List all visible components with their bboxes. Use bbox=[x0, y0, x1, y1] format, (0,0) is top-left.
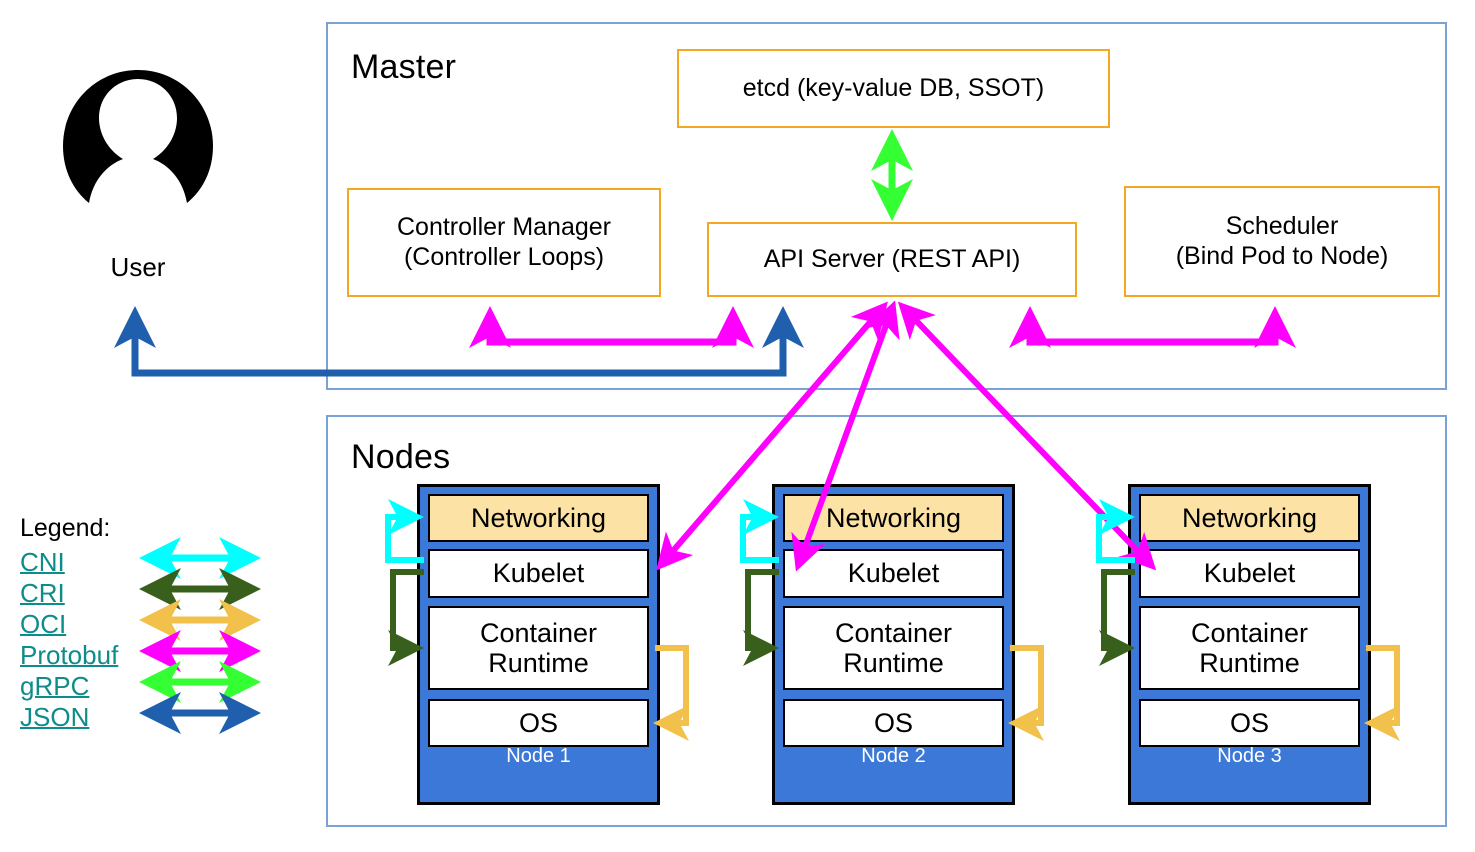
legend-item-cni[interactable]: CNI bbox=[20, 547, 65, 577]
node-2-runtime-label-line2: Runtime bbox=[843, 648, 944, 678]
node-3-os-label: OS bbox=[1229, 707, 1269, 738]
controller-manager-box[interactable]: Controller Manager (Controller Loops) bbox=[347, 188, 661, 297]
etcd-box[interactable]: etcd (key-value DB, SSOT) bbox=[677, 49, 1110, 128]
node-2-name: Node 2 bbox=[861, 745, 926, 767]
node-2-runtime-label-line1: Container bbox=[834, 617, 953, 648]
node-2-os-label: OS bbox=[873, 707, 913, 738]
legend-item-protobuf[interactable]: Protobuf bbox=[20, 640, 119, 670]
node-2-kubelet-label: Kubelet bbox=[847, 558, 940, 589]
scheduler-label-line1: Scheduler bbox=[1225, 212, 1339, 240]
node-3-networking-label: Networking bbox=[1181, 502, 1318, 533]
node-1-name: Node 1 bbox=[506, 745, 571, 767]
node-3-runtime-label-line1: Container bbox=[1190, 617, 1309, 648]
user-label: User bbox=[110, 252, 166, 282]
node-3-kubelet-label: Kubelet bbox=[1203, 558, 1296, 589]
scheduler-label-line2: (Bind Pod to Node) bbox=[1175, 241, 1389, 270]
node-3-kubelet[interactable]: Kubelet bbox=[1139, 549, 1360, 598]
node-1-networking-label: Networking bbox=[470, 502, 607, 533]
etcd-label: etcd (key-value DB, SSOT) bbox=[742, 73, 1045, 102]
node-3-name: Node 3 bbox=[1217, 745, 1282, 767]
user-avatar-icon bbox=[63, 70, 213, 225]
legend-item-json[interactable]: JSON bbox=[20, 702, 90, 732]
legend-item-oci[interactable]: OCI bbox=[20, 609, 67, 639]
node-1-os-label: OS bbox=[518, 707, 558, 738]
node-1-os[interactable]: OS bbox=[428, 699, 649, 747]
legend-item-cri[interactable]: CRI bbox=[20, 578, 65, 608]
node-2-networking[interactable]: Networking bbox=[783, 494, 1004, 542]
node-2-container-runtime[interactable]: Container Runtime bbox=[783, 606, 1004, 690]
node-3-networking[interactable]: Networking bbox=[1139, 494, 1360, 542]
api-server-box[interactable]: API Server (REST API) bbox=[707, 222, 1077, 297]
node-3-os[interactable]: OS bbox=[1139, 699, 1360, 747]
controller-manager-label-line2: (Controller Loops) bbox=[403, 242, 605, 271]
master-title: Master bbox=[351, 48, 457, 86]
nodes-title: Nodes bbox=[351, 438, 451, 476]
node-1-container-runtime[interactable]: Container Runtime bbox=[428, 606, 649, 690]
scheduler-box[interactable]: Scheduler (Bind Pod to Node) bbox=[1124, 186, 1440, 297]
controller-manager-label-line1: Controller Manager bbox=[397, 213, 611, 241]
node-1-runtime-label-line1: Container bbox=[479, 617, 598, 648]
node-1-runtime-label-line2: Runtime bbox=[488, 648, 589, 678]
legend-item-grpc[interactable]: gRPC bbox=[20, 671, 90, 701]
node-2-os[interactable]: OS bbox=[783, 699, 1004, 747]
node-2-kubelet[interactable]: Kubelet bbox=[783, 549, 1004, 598]
api-server-label: API Server (REST API) bbox=[763, 244, 1021, 273]
node-1-kubelet[interactable]: Kubelet bbox=[428, 549, 649, 598]
legend-title: Legend: bbox=[20, 514, 111, 542]
node-3-runtime-label-line2: Runtime bbox=[1199, 648, 1300, 678]
node-1-kubelet-label: Kubelet bbox=[492, 558, 585, 589]
node-2-networking-label: Networking bbox=[825, 502, 962, 533]
node-3-container-runtime[interactable]: Container Runtime bbox=[1139, 606, 1360, 690]
node-1-networking[interactable]: Networking bbox=[428, 494, 649, 542]
